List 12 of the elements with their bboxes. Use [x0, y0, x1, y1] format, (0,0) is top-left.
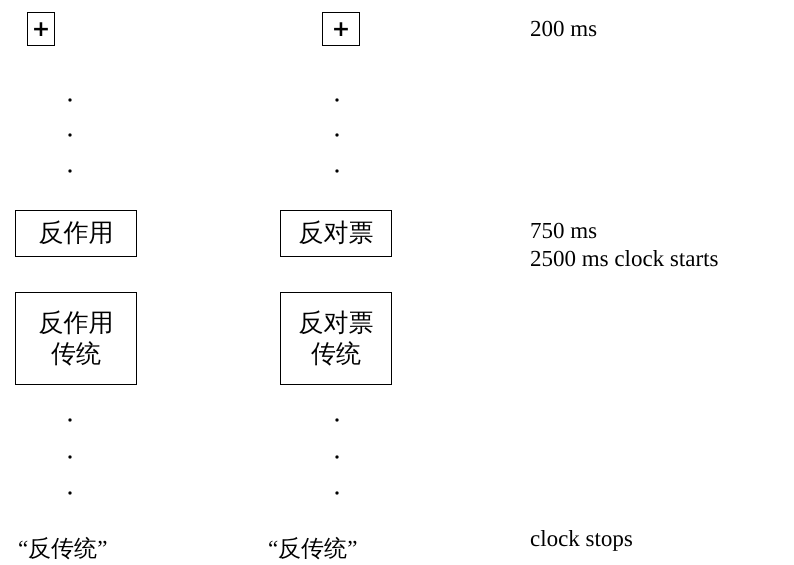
stimulus-box: 反对票传统: [280, 292, 392, 385]
fixation-box: +: [27, 12, 55, 46]
stimulus-box: 反作用: [15, 210, 137, 257]
stimulus-box: 反对票: [280, 210, 392, 257]
duration-label: 2500 ms clock starts: [530, 246, 718, 272]
duration-label: 200 ms: [530, 16, 598, 42]
duration-label: 750 ms: [530, 218, 598, 244]
duration-label: clock stops: [530, 526, 633, 552]
response-label: “反传统”: [18, 535, 108, 563]
response-label: “反传统”: [268, 535, 358, 563]
fixation-box: +: [322, 12, 360, 46]
stimulus-box: 反作用传统: [15, 292, 137, 385]
